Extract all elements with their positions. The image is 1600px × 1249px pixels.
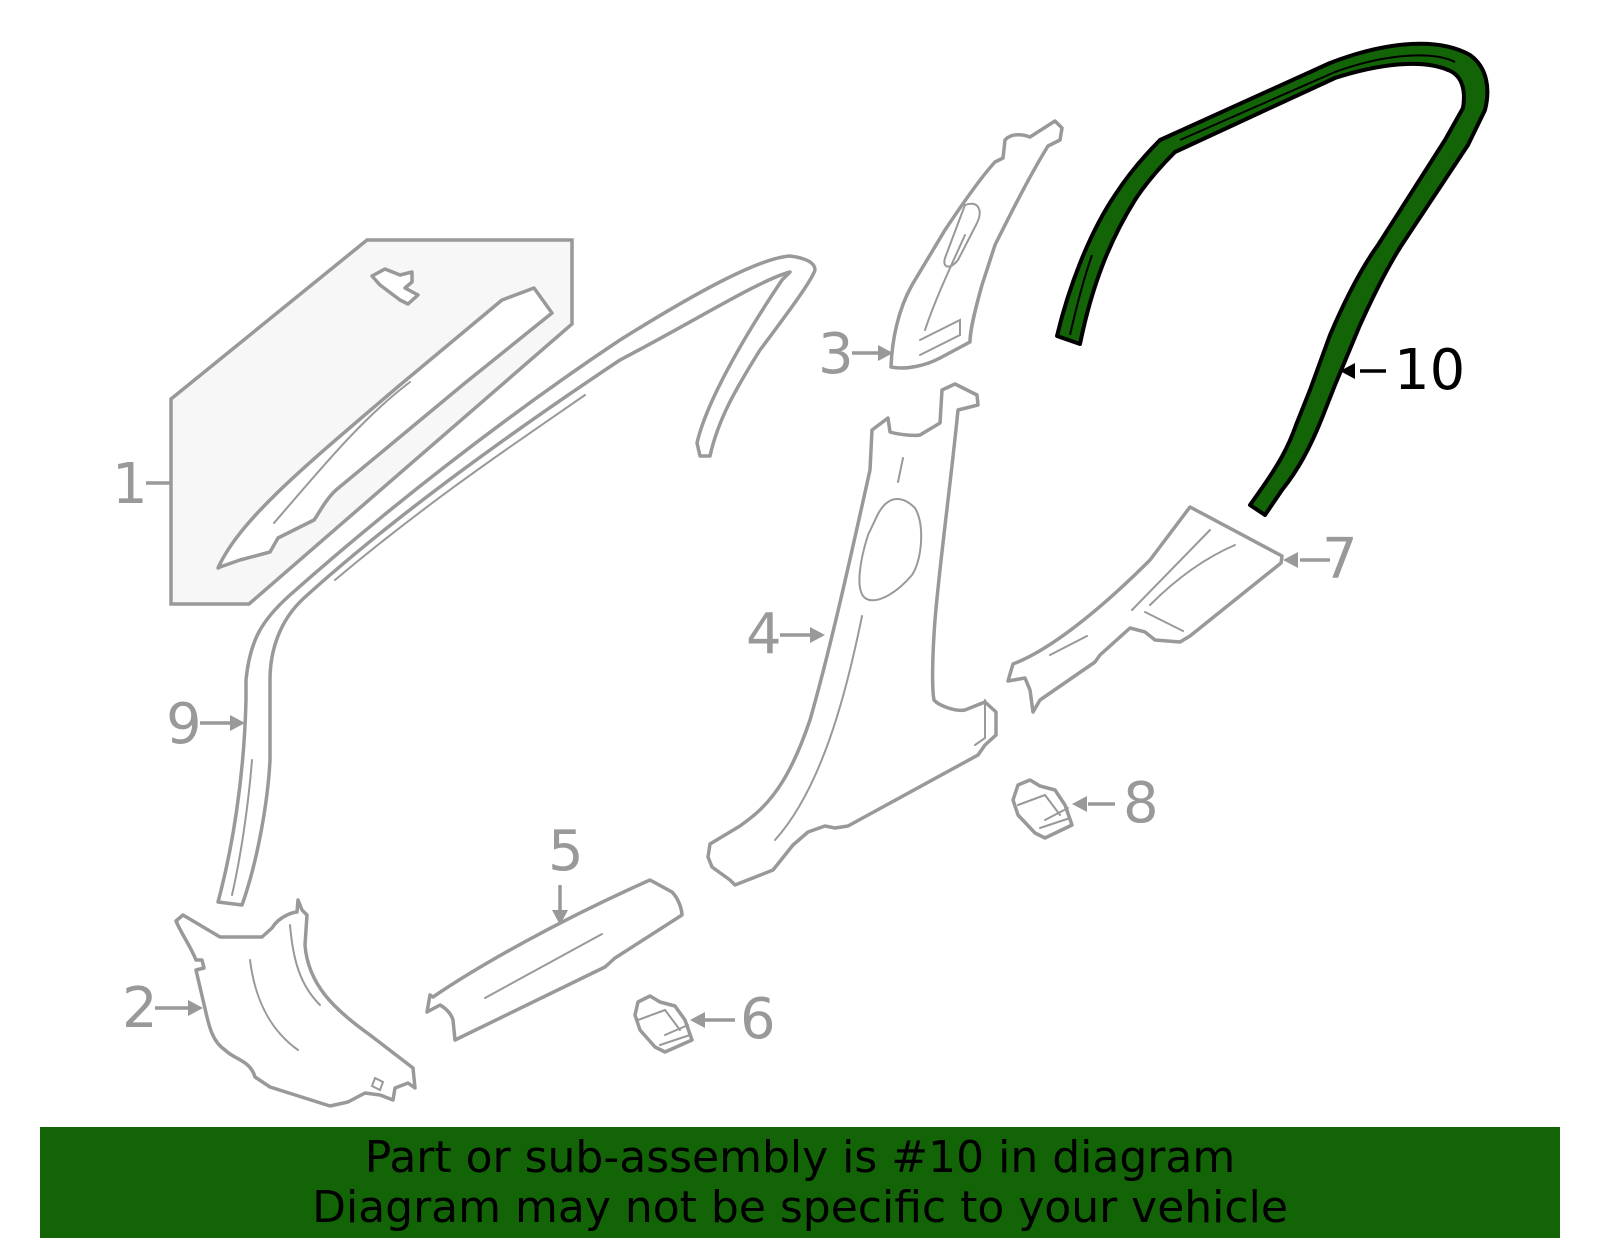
callout-3: 3	[818, 322, 893, 387]
callout-5: 5	[548, 819, 584, 925]
info-banner: Part or sub-assembly is #10 in diagram D…	[40, 1127, 1560, 1238]
svg-text:9: 9	[166, 692, 202, 757]
callout-8: 8	[1072, 771, 1159, 836]
svg-text:5: 5	[548, 819, 584, 884]
callout-6: 6	[690, 987, 776, 1052]
banner-part-note: Part or sub-assembly is #10 in diagram	[364, 1131, 1236, 1183]
svg-text:2: 2	[122, 976, 158, 1041]
banner-disclaimer: Diagram may not be specific to your vehi…	[312, 1181, 1288, 1233]
svg-text:10: 10	[1394, 338, 1465, 403]
part-1-trim-kit[interactable]	[169, 238, 574, 606]
callout-2: 2	[122, 976, 203, 1041]
part-7-rear-sill[interactable]	[1006, 505, 1284, 714]
part-6-clip[interactable]	[633, 994, 694, 1054]
callout-10: 10	[1340, 338, 1465, 403]
part-8-clip[interactable]	[1011, 778, 1074, 840]
callout-7: 7	[1283, 527, 1358, 592]
svg-text:8: 8	[1123, 771, 1159, 836]
callout-4: 4	[746, 602, 825, 667]
part-2-kick-panel[interactable]	[174, 898, 417, 1108]
part-10-rear-weatherstrip[interactable]	[1055, 41, 1490, 517]
callout-9: 9	[166, 692, 245, 757]
part-5-front-sill[interactable]	[427, 880, 684, 1042]
svg-text:3: 3	[818, 322, 854, 387]
callout-1: 1	[112, 452, 171, 517]
part-9-front-weatherstrip[interactable]	[216, 254, 817, 907]
part-4-center-pillar[interactable]	[706, 382, 998, 887]
svg-text:6: 6	[740, 987, 776, 1052]
part-3-upper-pillar[interactable]	[889, 119, 1064, 370]
svg-text:1: 1	[112, 452, 148, 517]
parts-diagram: 1 9 3 4 10	[0, 0, 1490, 1108]
svg-text:4: 4	[746, 602, 782, 667]
